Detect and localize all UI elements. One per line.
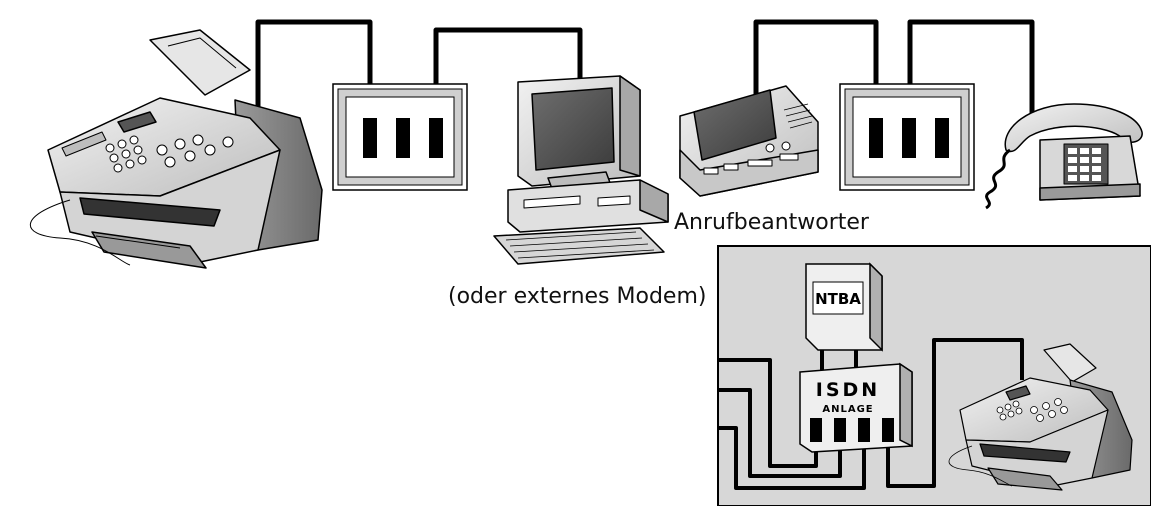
socket-port (869, 118, 883, 158)
answering-machine-label: Anrufbeantworter (674, 210, 870, 235)
computer-label: (oder externes Modem) (448, 284, 706, 309)
socket-port (363, 118, 377, 158)
fax-machine-large (29, 29, 323, 269)
wall-socket-1 (332, 83, 468, 191)
wall-socket-2 (839, 83, 975, 191)
isdn-label: ISDN (816, 379, 880, 401)
anlage-port (882, 418, 894, 442)
ntba-box: NTBA (805, 262, 883, 352)
fax-machine-small (948, 343, 1133, 491)
isdn-anlage-box: ISDN ANLAGE (799, 362, 913, 453)
answering-machine (679, 85, 819, 197)
computer-with-monitor (493, 75, 669, 265)
ntba-label: NTBA (815, 290, 861, 308)
cables-isdn (718, 338, 1024, 490)
anlage-port (834, 418, 846, 442)
telephone (985, 103, 1143, 210)
anlage-label: ANLAGE (822, 404, 873, 415)
socket-port (396, 118, 410, 158)
anlage-port (810, 418, 822, 442)
socket-port (902, 118, 916, 158)
socket-port (935, 118, 949, 158)
isdn-inset-panel: NTBA ISDN ANLAGE (717, 245, 1151, 506)
socket-port (429, 118, 443, 158)
anlage-port (858, 418, 870, 442)
